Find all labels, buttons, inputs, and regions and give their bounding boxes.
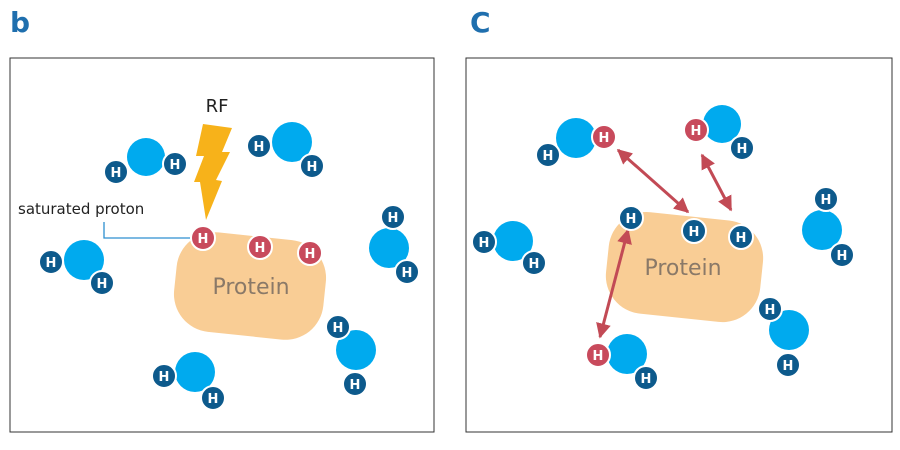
svg-text:H: H bbox=[254, 140, 265, 155]
saturated-proton-label: saturated proton bbox=[18, 200, 144, 218]
water-molecule: H H bbox=[757, 296, 809, 378]
transfer-arrow bbox=[700, 153, 733, 212]
panel-b: Protein RF saturated proton H H H H H bbox=[9, 57, 435, 433]
water-molecule: H H bbox=[151, 352, 226, 411]
panel-letter-b: b bbox=[10, 6, 31, 39]
annotation-line bbox=[103, 222, 190, 239]
water-molecule: H H bbox=[683, 105, 755, 161]
rf-label: RF bbox=[206, 96, 229, 117]
svg-text:H: H bbox=[737, 142, 748, 157]
svg-text:H: H bbox=[159, 370, 170, 385]
svg-text:H: H bbox=[543, 149, 554, 164]
protein-c: Protein bbox=[605, 211, 764, 323]
svg-text:H: H bbox=[307, 160, 318, 175]
svg-text:H: H bbox=[691, 124, 702, 139]
svg-text:H: H bbox=[111, 166, 122, 181]
water-molecule: H H bbox=[103, 138, 188, 185]
protein-label: Protein bbox=[212, 275, 289, 300]
svg-text:H: H bbox=[626, 212, 637, 227]
protein-b: Protein bbox=[173, 232, 327, 340]
svg-text:H: H bbox=[170, 158, 181, 173]
svg-text:H: H bbox=[837, 249, 848, 264]
protein-hydrogen: H bbox=[618, 205, 644, 231]
svg-text:H: H bbox=[46, 256, 57, 271]
svg-text:H: H bbox=[736, 231, 747, 246]
water-molecule: H H bbox=[535, 118, 617, 168]
svg-text:H: H bbox=[350, 378, 361, 393]
panel-c: Protein H H H H H H bbox=[465, 57, 893, 433]
protein-hydrogen: H bbox=[247, 234, 273, 260]
svg-text:H: H bbox=[333, 321, 344, 336]
svg-text:H: H bbox=[198, 232, 209, 247]
svg-text:H: H bbox=[479, 236, 490, 251]
lightning-bolt-icon bbox=[194, 124, 232, 220]
protein-hydrogen: H bbox=[681, 218, 707, 244]
water-molecule: H H bbox=[325, 314, 376, 397]
transfer-arrow bbox=[596, 228, 632, 339]
svg-text:H: H bbox=[821, 193, 832, 208]
water-molecule: H H bbox=[471, 221, 547, 276]
saturated-proton: H bbox=[190, 225, 216, 251]
svg-text:H: H bbox=[97, 277, 108, 292]
svg-text:H: H bbox=[593, 349, 604, 364]
water-molecule: H H bbox=[38, 240, 115, 296]
transfer-arrow bbox=[616, 148, 690, 214]
panel-letter-c: C bbox=[470, 6, 491, 39]
water-molecule: H H bbox=[369, 204, 420, 285]
svg-text:H: H bbox=[388, 211, 399, 226]
protein-hydrogen: H bbox=[728, 224, 754, 250]
water-molecule: H H bbox=[585, 334, 659, 391]
water-molecule: H H bbox=[802, 186, 855, 268]
svg-text:H: H bbox=[255, 241, 266, 256]
water-molecule: H H bbox=[246, 122, 325, 179]
protein-hydrogen: H bbox=[297, 240, 323, 266]
svg-text:H: H bbox=[599, 131, 610, 146]
protein-blob bbox=[605, 211, 764, 323]
svg-text:H: H bbox=[689, 225, 700, 240]
svg-text:H: H bbox=[529, 257, 540, 272]
protein-blob bbox=[173, 232, 327, 340]
svg-text:H: H bbox=[783, 359, 794, 374]
svg-text:H: H bbox=[402, 266, 413, 281]
svg-text:H: H bbox=[208, 392, 219, 407]
svg-text:H: H bbox=[305, 247, 316, 262]
svg-text:H: H bbox=[765, 303, 776, 318]
svg-text:H: H bbox=[641, 372, 652, 387]
protein-label: Protein bbox=[644, 256, 721, 281]
